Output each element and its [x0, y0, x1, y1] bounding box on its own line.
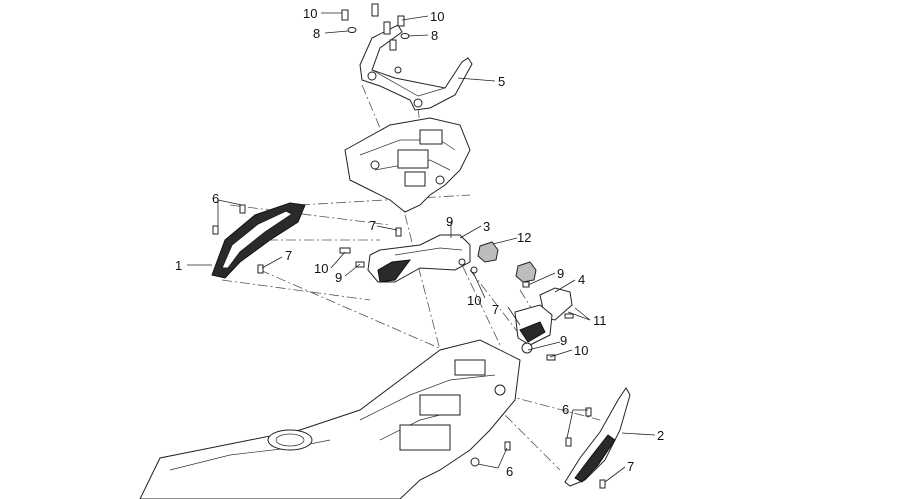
callout-labels: 10 8 10 8 5 6 1 7 7 9 3 12 10 9 9 4 10 7… [175, 6, 664, 479]
light-assembly-part-4 [514, 281, 574, 361]
grab-handle-part-5 [359, 24, 473, 111]
callout-12: 12 [517, 230, 531, 245]
callout-9: 9 [560, 333, 567, 348]
callout-6: 6 [506, 464, 513, 479]
callout-8: 8 [431, 28, 438, 43]
left-cover-part-1 [211, 202, 306, 279]
bumpers-part-12 [477, 241, 537, 283]
callout-9: 9 [446, 214, 453, 229]
callout-10: 10 [574, 343, 588, 358]
right-cover-part-2 [504, 387, 631, 489]
callout-6: 6 [212, 191, 219, 206]
top-fasteners [341, 3, 410, 51]
callout-9: 9 [335, 270, 342, 285]
callout-2: 2 [657, 428, 664, 443]
callout-7: 7 [627, 459, 634, 474]
seat-base-frame [344, 117, 471, 213]
callout-4: 4 [578, 272, 585, 287]
callout-7: 7 [369, 218, 376, 233]
callout-7: 7 [285, 248, 292, 263]
callout-7: 7 [492, 302, 499, 317]
callout-11: 11 [593, 313, 607, 328]
callout-10: 10 [314, 261, 328, 276]
callout-10: 10 [467, 293, 481, 308]
bracket-part-3 [339, 227, 478, 283]
rear-subframe [139, 339, 521, 499]
callout-1: 1 [175, 258, 182, 273]
callout-3: 3 [483, 219, 490, 234]
callout-10: 10 [430, 9, 444, 24]
leader-lines [187, 12, 656, 483]
callout-8: 8 [313, 26, 320, 41]
callout-5: 5 [498, 74, 505, 89]
assembly-lines [221, 84, 601, 471]
callout-10: 10 [303, 6, 317, 21]
callout-9: 9 [557, 266, 564, 281]
callout-6: 6 [562, 402, 569, 417]
